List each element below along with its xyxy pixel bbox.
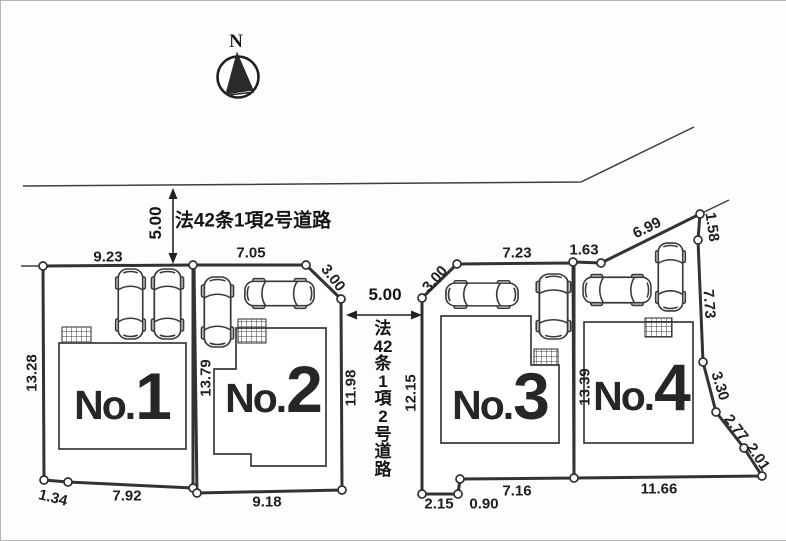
dim-plot3-top: 7.23 <box>502 244 532 262</box>
car-plot1-b <box>150 268 185 340</box>
plot4-label-prefix: No. <box>593 372 655 419</box>
house-no3 <box>440 315 560 444</box>
dim-plot1-left: 13.28 <box>23 354 41 392</box>
hatch-no1 <box>61 326 92 344</box>
plot2-label-number: 2 <box>286 351 323 426</box>
dim-plot4-left: 13.39 <box>576 368 594 406</box>
road-char: 条 <box>374 354 392 374</box>
road-char: 2 <box>378 406 388 426</box>
dim-plot4-top-left: 1.63 <box>569 241 599 259</box>
road-edge-top <box>22 126 695 187</box>
road-char: 道 <box>374 442 392 462</box>
dim-plot2-left: 13.79 <box>197 359 215 397</box>
dim-plot2-bottom: 9.18 <box>252 493 282 511</box>
car-plot2-a <box>200 276 235 348</box>
plot2-label-prefix: No. <box>225 374 287 421</box>
road-middle-width-label: 5.00 <box>368 285 402 304</box>
hatch-no2 <box>237 318 267 344</box>
compass-north-label: N <box>229 31 243 52</box>
house-no2 <box>213 327 327 467</box>
plot1-label-number: 1 <box>135 358 172 433</box>
road-top-width-label: 5.00 <box>146 206 165 240</box>
road-char: 路 <box>374 459 392 479</box>
road-top-name-label: 法42条1項2号道路 <box>174 210 332 232</box>
car-plot2-b <box>244 277 315 310</box>
car-plot4-a <box>582 273 652 307</box>
road-char: 42 <box>373 336 393 356</box>
car-plot1-a <box>114 268 147 340</box>
plot2-label: No.2 <box>225 351 323 427</box>
road-char: 1 <box>378 371 388 391</box>
car-plot3-a <box>445 279 519 310</box>
house-no1 <box>58 342 187 450</box>
plot4-label-number: 4 <box>654 349 691 424</box>
dim-plot2-top: 7.05 <box>236 244 266 262</box>
house-no4 <box>583 321 694 444</box>
plot3-label-prefix: No. <box>452 381 514 428</box>
dim-plot4-bottom: 11.66 <box>640 480 678 498</box>
road-middle-name-label: 法 42 条 1 項 2 号 道 路 <box>374 320 393 478</box>
plot3-label: No.3 <box>452 358 550 434</box>
dim-plot3-bottom-left: 2.15 <box>424 495 454 513</box>
dimension-arrows <box>168 188 422 320</box>
plot3-label-number: 3 <box>513 358 550 433</box>
road-edge-right-stub <box>699 199 730 215</box>
road-char: 項 <box>374 389 392 409</box>
compass-icon <box>216 51 260 99</box>
car-plot4-b <box>654 242 687 312</box>
vertex-markers <box>38 209 767 499</box>
plot4-label: No.4 <box>593 349 691 425</box>
plot1-label-prefix: No. <box>74 381 136 428</box>
road-char: 法 <box>374 319 392 338</box>
car-plot3-b <box>535 273 572 340</box>
dim-plot1-top: 9.23 <box>93 248 123 266</box>
dim-plot2-right: 11.98 <box>342 369 360 407</box>
dim-plot3-bottom: 7.16 <box>502 482 532 500</box>
road-edge-lines <box>21 126 730 267</box>
road-char: 号 <box>374 424 392 444</box>
hatch-areas <box>61 317 673 366</box>
dim-plot3-jog: 0.90 <box>469 495 499 513</box>
dim-plot1-bottom: 7.92 <box>112 487 142 505</box>
plot1-label: No.1 <box>74 358 172 434</box>
dim-plot3-left: 12.15 <box>402 374 420 412</box>
hatch-no3 <box>533 348 559 366</box>
hatch-no4 <box>644 317 673 338</box>
houses <box>58 315 694 467</box>
dim-plot4-right-upper: 7.73 <box>699 288 719 320</box>
